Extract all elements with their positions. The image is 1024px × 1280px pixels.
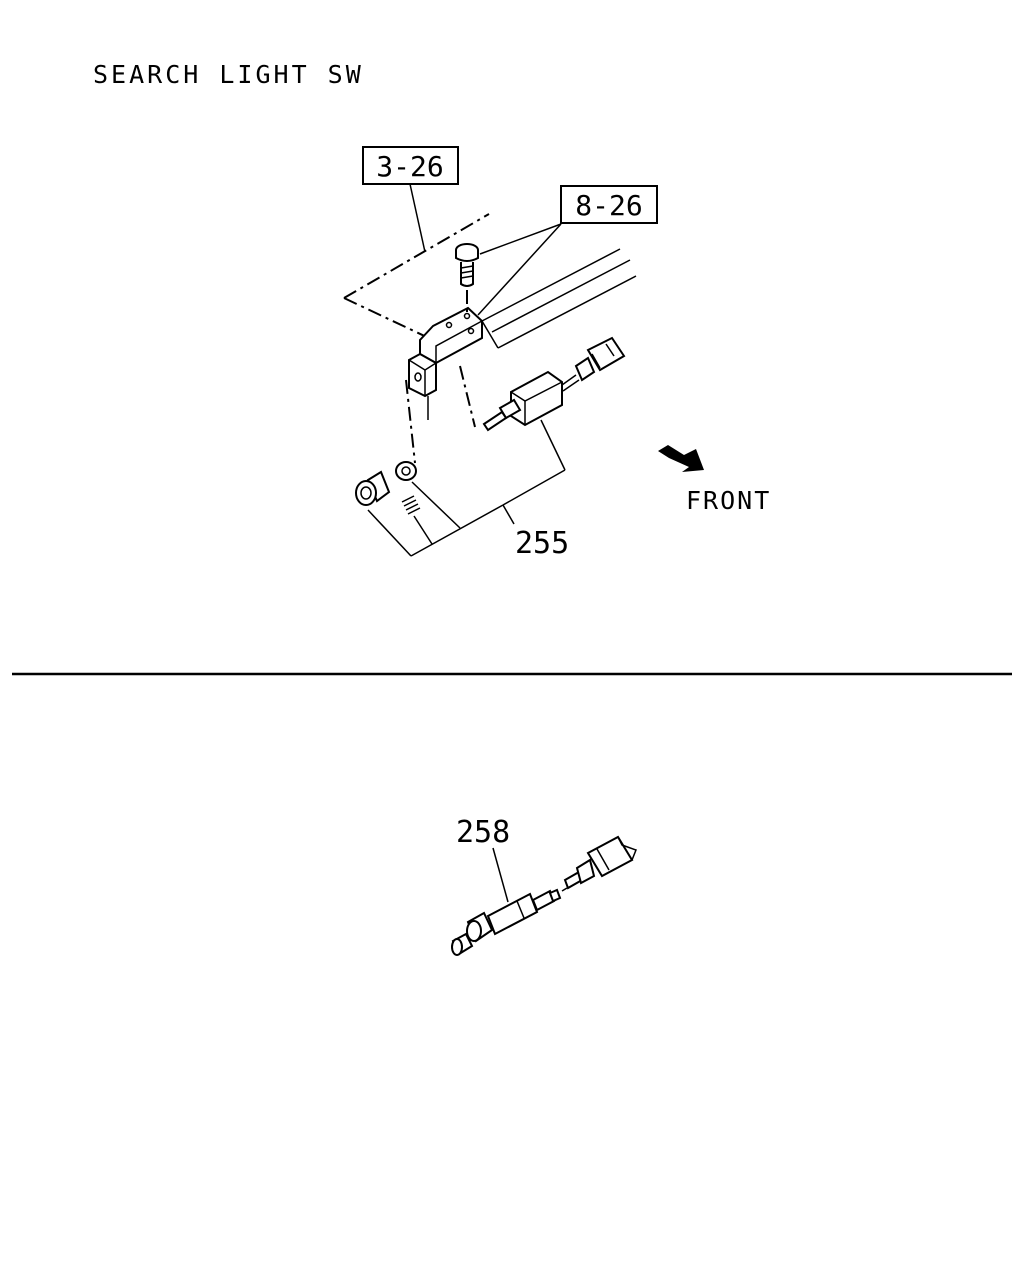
callout-258: 258	[456, 815, 510, 850]
upper-figure: 3-26 8-26	[343, 146, 771, 561]
bolt-icon[interactable]	[455, 243, 479, 314]
bracket-hole-icon	[463, 312, 471, 320]
front-arrow-icon	[658, 445, 704, 472]
body-panel-phantom	[343, 213, 490, 341]
nut-icon[interactable]	[395, 461, 417, 481]
mounting-bracket	[408, 306, 483, 420]
ref-8-26-leader-bolt	[479, 223, 562, 255]
ref-3-26-leader	[409, 183, 426, 253]
search-light-switch-icon[interactable]	[482, 336, 626, 432]
bracket-hole-icon	[414, 372, 422, 382]
bracket-hole-icon	[467, 327, 475, 335]
callout-258-leader	[492, 847, 509, 903]
callout-255: 255	[515, 526, 569, 561]
spring-icon[interactable]	[401, 495, 421, 515]
ref-box-3-26[interactable]: 3-26	[362, 146, 459, 185]
nut-phantom-line	[405, 379, 416, 464]
ref-box-3-26-label: 3-26	[376, 150, 443, 183]
ref-box-8-26[interactable]: 8-26	[560, 185, 658, 224]
diagram-title: SEARCH LIGHT SW	[93, 60, 364, 89]
ref-box-8-26-label: 8-26	[575, 189, 642, 222]
lower-figure: 258	[451, 815, 637, 956]
boot-cap-icon[interactable]	[355, 470, 391, 506]
sensor-icon[interactable]	[451, 835, 637, 956]
front-label: FRONT	[686, 486, 771, 515]
ref-8-26-leader-hole	[477, 223, 562, 316]
callout-255-leaders	[367, 419, 566, 557]
frame-rail	[481, 248, 637, 349]
bracket-hole-icon	[445, 321, 453, 329]
switch-phantom-line	[459, 365, 476, 428]
